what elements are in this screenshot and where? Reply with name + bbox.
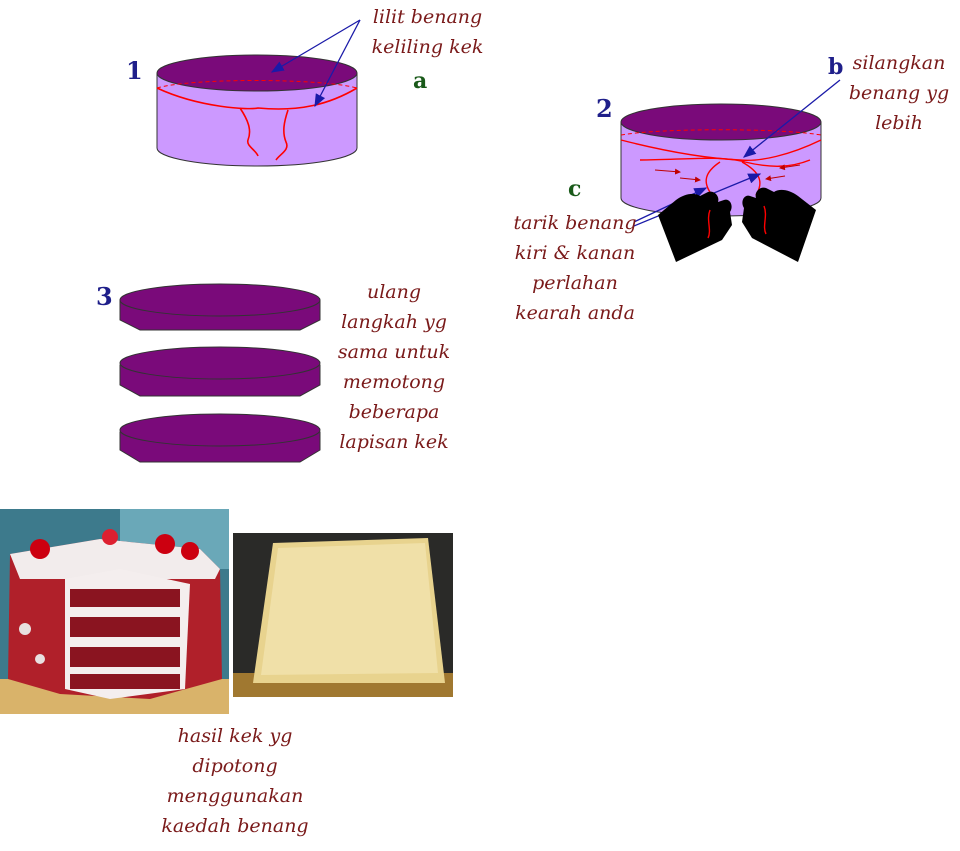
step1-thread-right-tail [275,109,289,161]
step1-thread-left-tail [239,107,259,157]
step2-number: 2 [596,94,613,123]
step2-label-b-line3: lebih [875,112,923,134]
result-label-line2: dipotong [192,755,278,777]
step2-letter-c: c [568,176,582,202]
left-hand-icon [658,191,732,262]
step3-number: 3 [96,282,113,311]
step1-thread-front [156,87,358,110]
cake-layer-3 [119,413,321,463]
step2-label-c-line2: kiri & kanan [514,242,636,264]
step2-label-b: silangkan benang yg lebih [845,48,953,138]
sponge-cake-photo [233,533,453,697]
result-label: hasil kek yg dipotong menggunakan kaedah… [155,721,315,841]
step2-thread-left [620,139,822,162]
cake-layer-1 [119,283,321,331]
result-label-line1: hasil kek yg [177,725,293,747]
red-velvet-cake-photo [0,509,229,714]
step2-letter-b: b [828,54,844,80]
step3-label-line5: beberapa [348,401,440,423]
step2-label-c-line1: tarik benang [513,212,637,234]
step2-label-b-line1: silangkan [852,52,946,74]
step2-thread-back [620,129,822,136]
step2-label-c-line4: kearah anda [515,302,635,324]
step2-label-c: tarik benang kiri & kanan perlahan keara… [510,208,640,328]
step1-label: lilit benang keliling kek [370,2,485,62]
result-label-line4: kaedah benang [161,815,309,837]
step2-label-c-line3: perlahan [532,272,618,294]
cake-layer-2 [119,346,321,397]
step2-label-b-line2: benang yg [848,82,950,104]
right-hand-icon [742,187,816,262]
step3-label-line2: langkah yg [341,311,447,333]
step3-label-line6: lapisan kek [339,431,449,453]
step1-cake [156,19,361,167]
result-label-line3: menggunakan [166,785,304,807]
step3-label-line3: sama untuk [337,341,451,363]
step2-arrow-b [742,79,841,158]
step1-arrow-side [314,19,361,108]
step1-label-line1: lilit benang [372,6,483,28]
step1-arrow-top [270,19,361,73]
step2-thread-cross-a [639,157,811,167]
step3-label-line4: memotong [342,371,446,393]
step3-label-line1: ulang [366,281,422,303]
step1-thread-back [156,80,358,89]
step1-label-line2: keliling kek [371,36,484,58]
step1-letter: a [413,68,428,94]
step1-number: 1 [126,56,143,85]
step3-label: ulang langkah yg sama untuk memotong beb… [333,277,455,457]
